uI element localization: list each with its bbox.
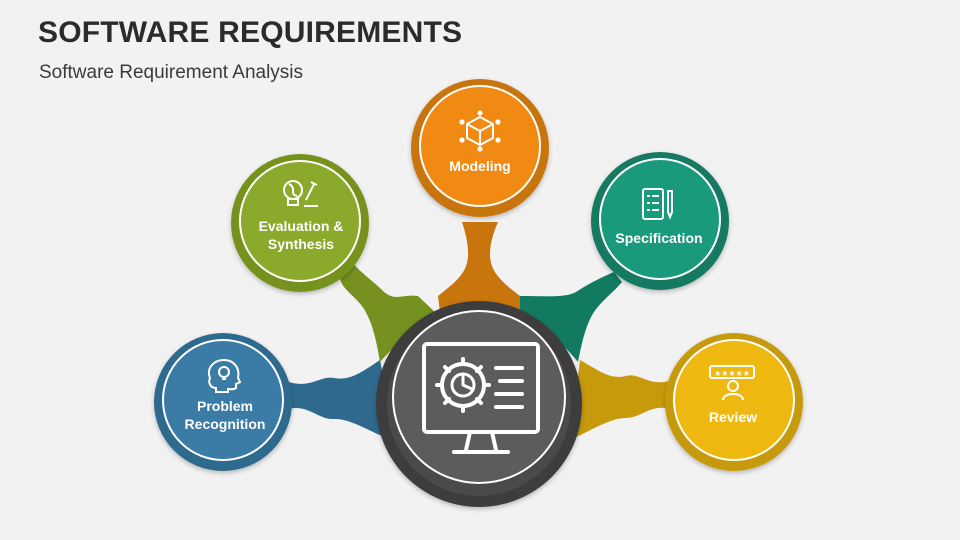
checklist-pen-icon — [642, 188, 673, 220]
node-label-modeling: Modeling — [449, 158, 510, 174]
node-label-evaluation-synthesis-line2: Synthesis — [268, 236, 334, 252]
connector-specification — [520, 272, 622, 362]
head-lightbulb-icon — [208, 358, 242, 393]
connector-review — [570, 360, 672, 440]
svg-text:★★★★★: ★★★★★ — [714, 369, 750, 378]
node-label-review: Review — [709, 409, 757, 425]
page-subtitle: Software Requirement Analysis — [39, 62, 304, 83]
node-label-specification: Specification — [615, 230, 702, 246]
node-specification: Specification — [591, 152, 729, 290]
cube-icon — [459, 110, 501, 152]
node-label-problem-recognition-line1: Problem — [197, 398, 253, 414]
node-evaluation-synthesis: Evaluation & Synthesis — [231, 154, 369, 292]
node-label-problem-recognition-line2: Recognition — [185, 416, 266, 432]
node-label-evaluation-synthesis-line1: Evaluation & — [259, 218, 344, 234]
star-rating-user-icon: ★★★★★ — [709, 365, 755, 401]
node-problem-recognition: Problem Recognition — [154, 333, 292, 471]
connector-problem-recognition — [286, 360, 396, 442]
node-review: ★★★★★ Review — [665, 333, 803, 471]
dna-bulb-microscope-icon — [283, 180, 318, 207]
page-title: SOFTWARE REQUIREMENTS — [38, 16, 463, 49]
monitor-settings-icon — [422, 342, 540, 454]
node-modeling: Modeling — [411, 79, 549, 217]
connector-evaluation-synthesis — [340, 262, 438, 362]
connector-modeling — [438, 222, 520, 312]
